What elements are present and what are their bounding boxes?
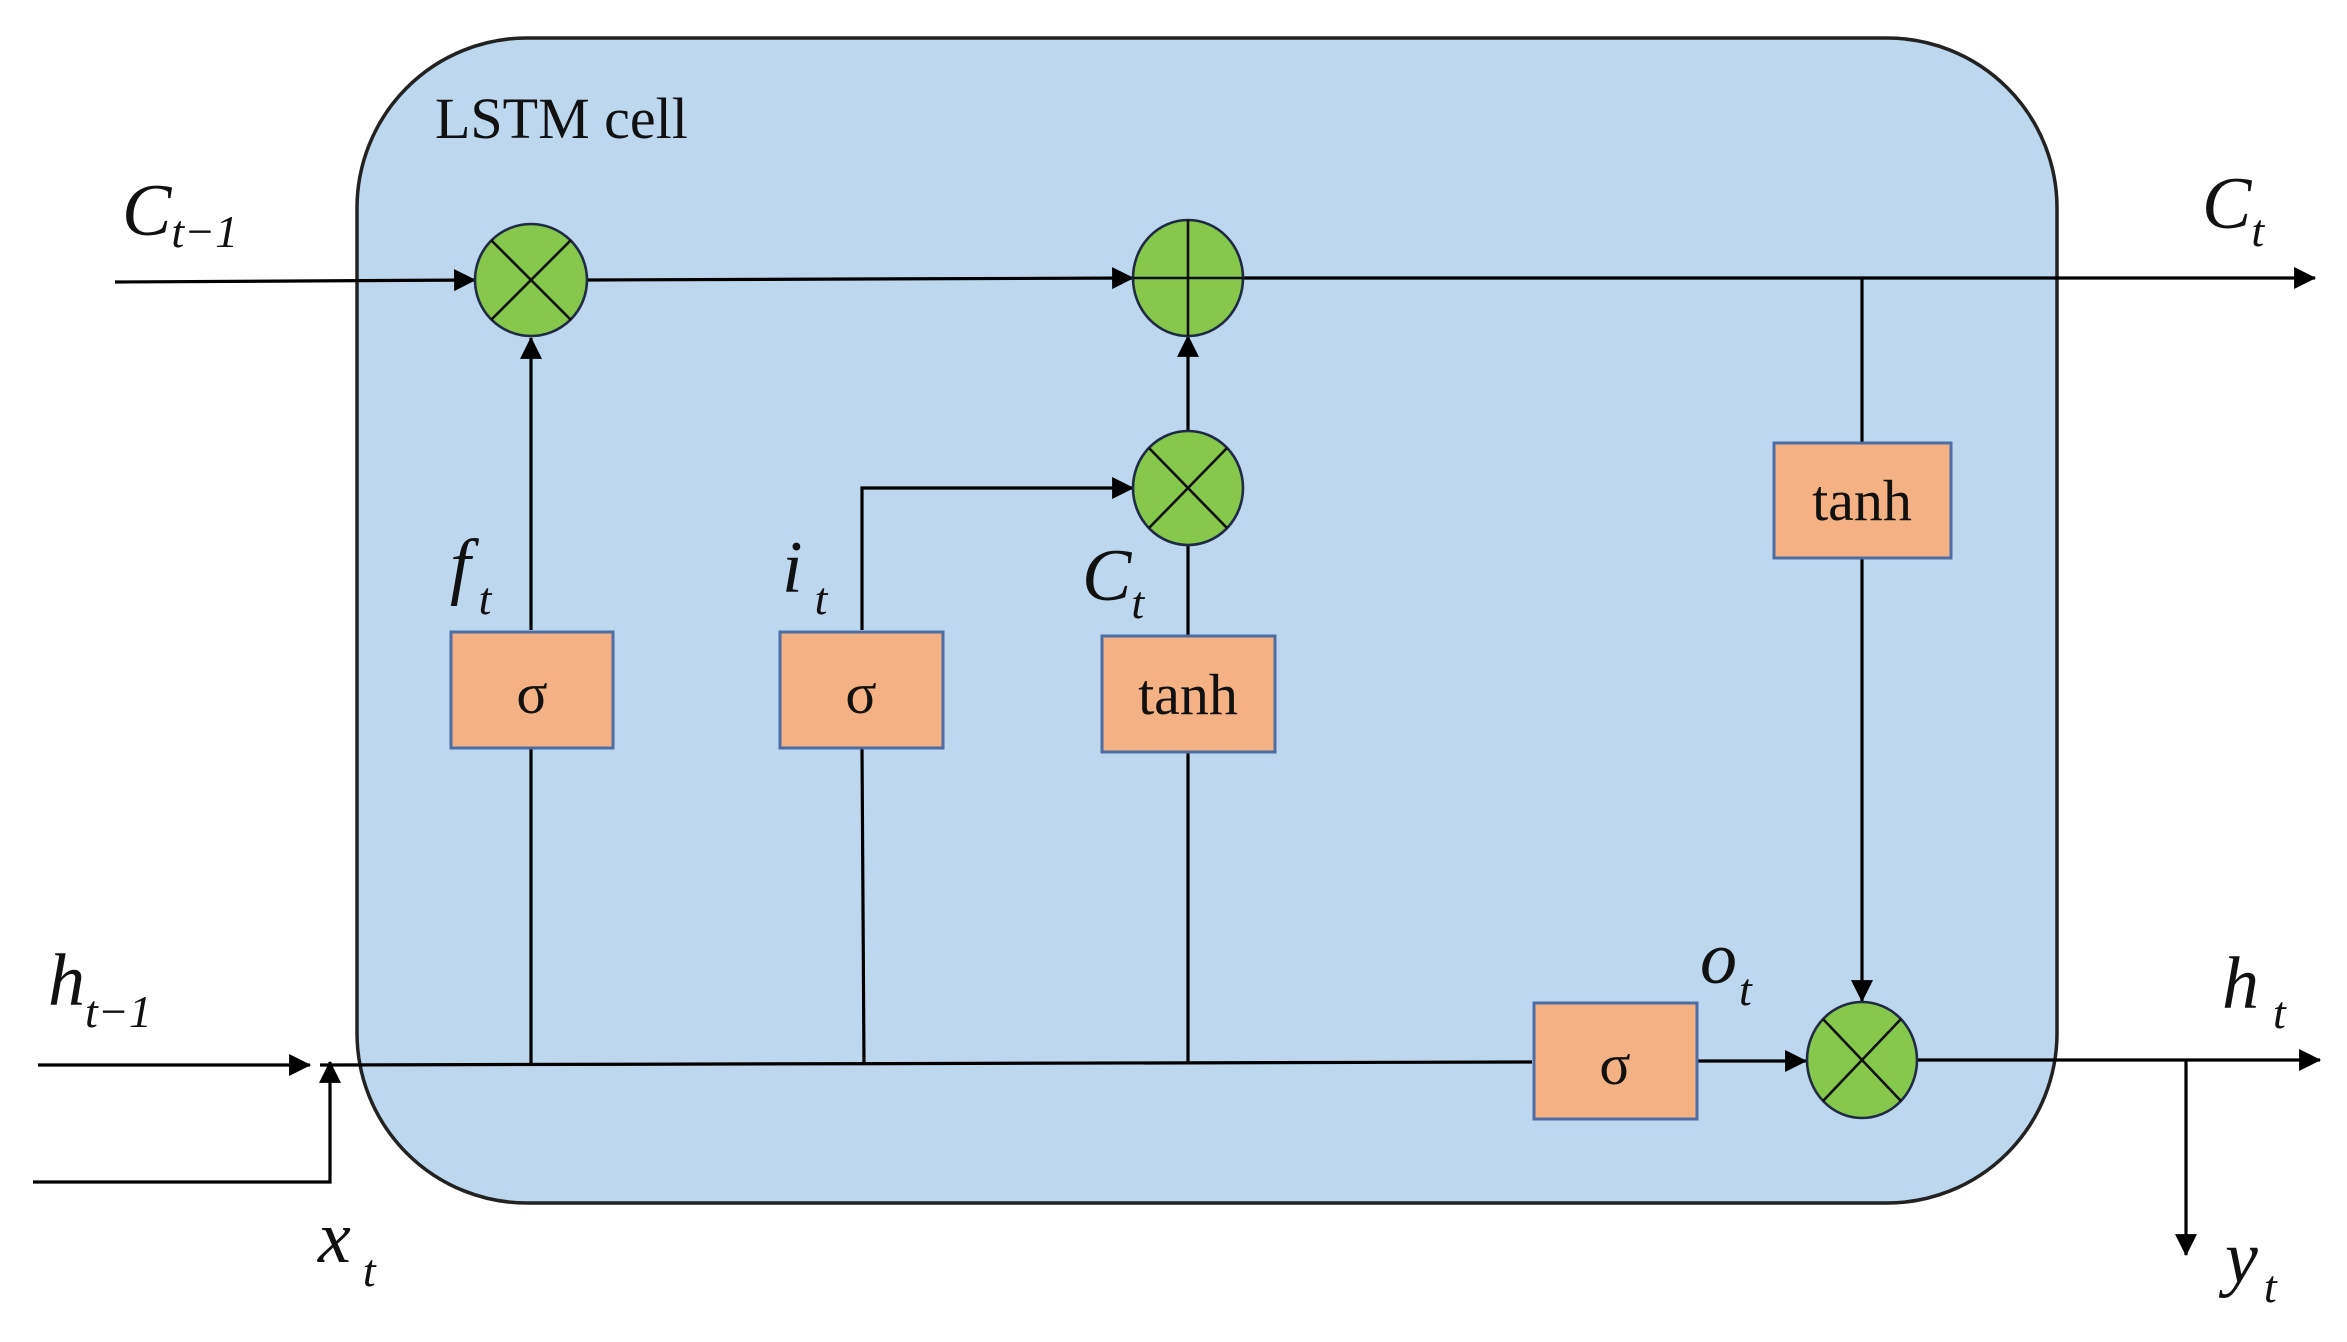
- x-input-wire: [33, 1060, 341, 1184]
- label-o-t: ot: [1700, 918, 1753, 1015]
- label-c-t: Ct: [2202, 163, 2265, 256]
- output-gate-label: σ: [1599, 1032, 1630, 1097]
- label-h-prev: ht−1: [48, 940, 152, 1037]
- plus-icon: [1133, 220, 1243, 336]
- lstm-cell-box: [355, 36, 2059, 1205]
- input-bus-wire: [319, 1060, 1533, 1067]
- multiply-icon: [1148, 447, 1228, 529]
- forget-gate: σ: [449, 630, 615, 750]
- cell-title: LSTM cell: [435, 86, 688, 151]
- input-gate: σ: [778, 630, 945, 750]
- forget-gate-label: σ: [516, 661, 547, 726]
- output-gate: σ: [1532, 1001, 1699, 1121]
- cell-add-operator: [1131, 218, 1245, 338]
- candidate-gate-label: tanh: [1138, 662, 1238, 727]
- input-multiply-operator: [1131, 429, 1245, 547]
- label-c-tilde: Ct: [1082, 535, 1145, 628]
- input-feed-wire: [860, 747, 866, 1066]
- cell-state-wire: [586, 267, 1135, 290]
- c-prev-wire: [114, 269, 477, 292]
- label-c-prev: Ct−1: [122, 170, 238, 257]
- cell-output-tanh-label: tanh: [1812, 468, 1912, 533]
- candidate-gate: tanh: [1100, 634, 1277, 754]
- output-multiply-operator: [1805, 1000, 1919, 1120]
- forget-multiply-operator: [473, 222, 589, 338]
- multiply-icon: [1822, 1018, 1902, 1102]
- multiply-icon: [490, 239, 572, 321]
- cell-output-tanh: tanh: [1772, 441, 1953, 560]
- input-gate-label: σ: [845, 661, 876, 726]
- input-gate-wire: [860, 477, 1135, 630]
